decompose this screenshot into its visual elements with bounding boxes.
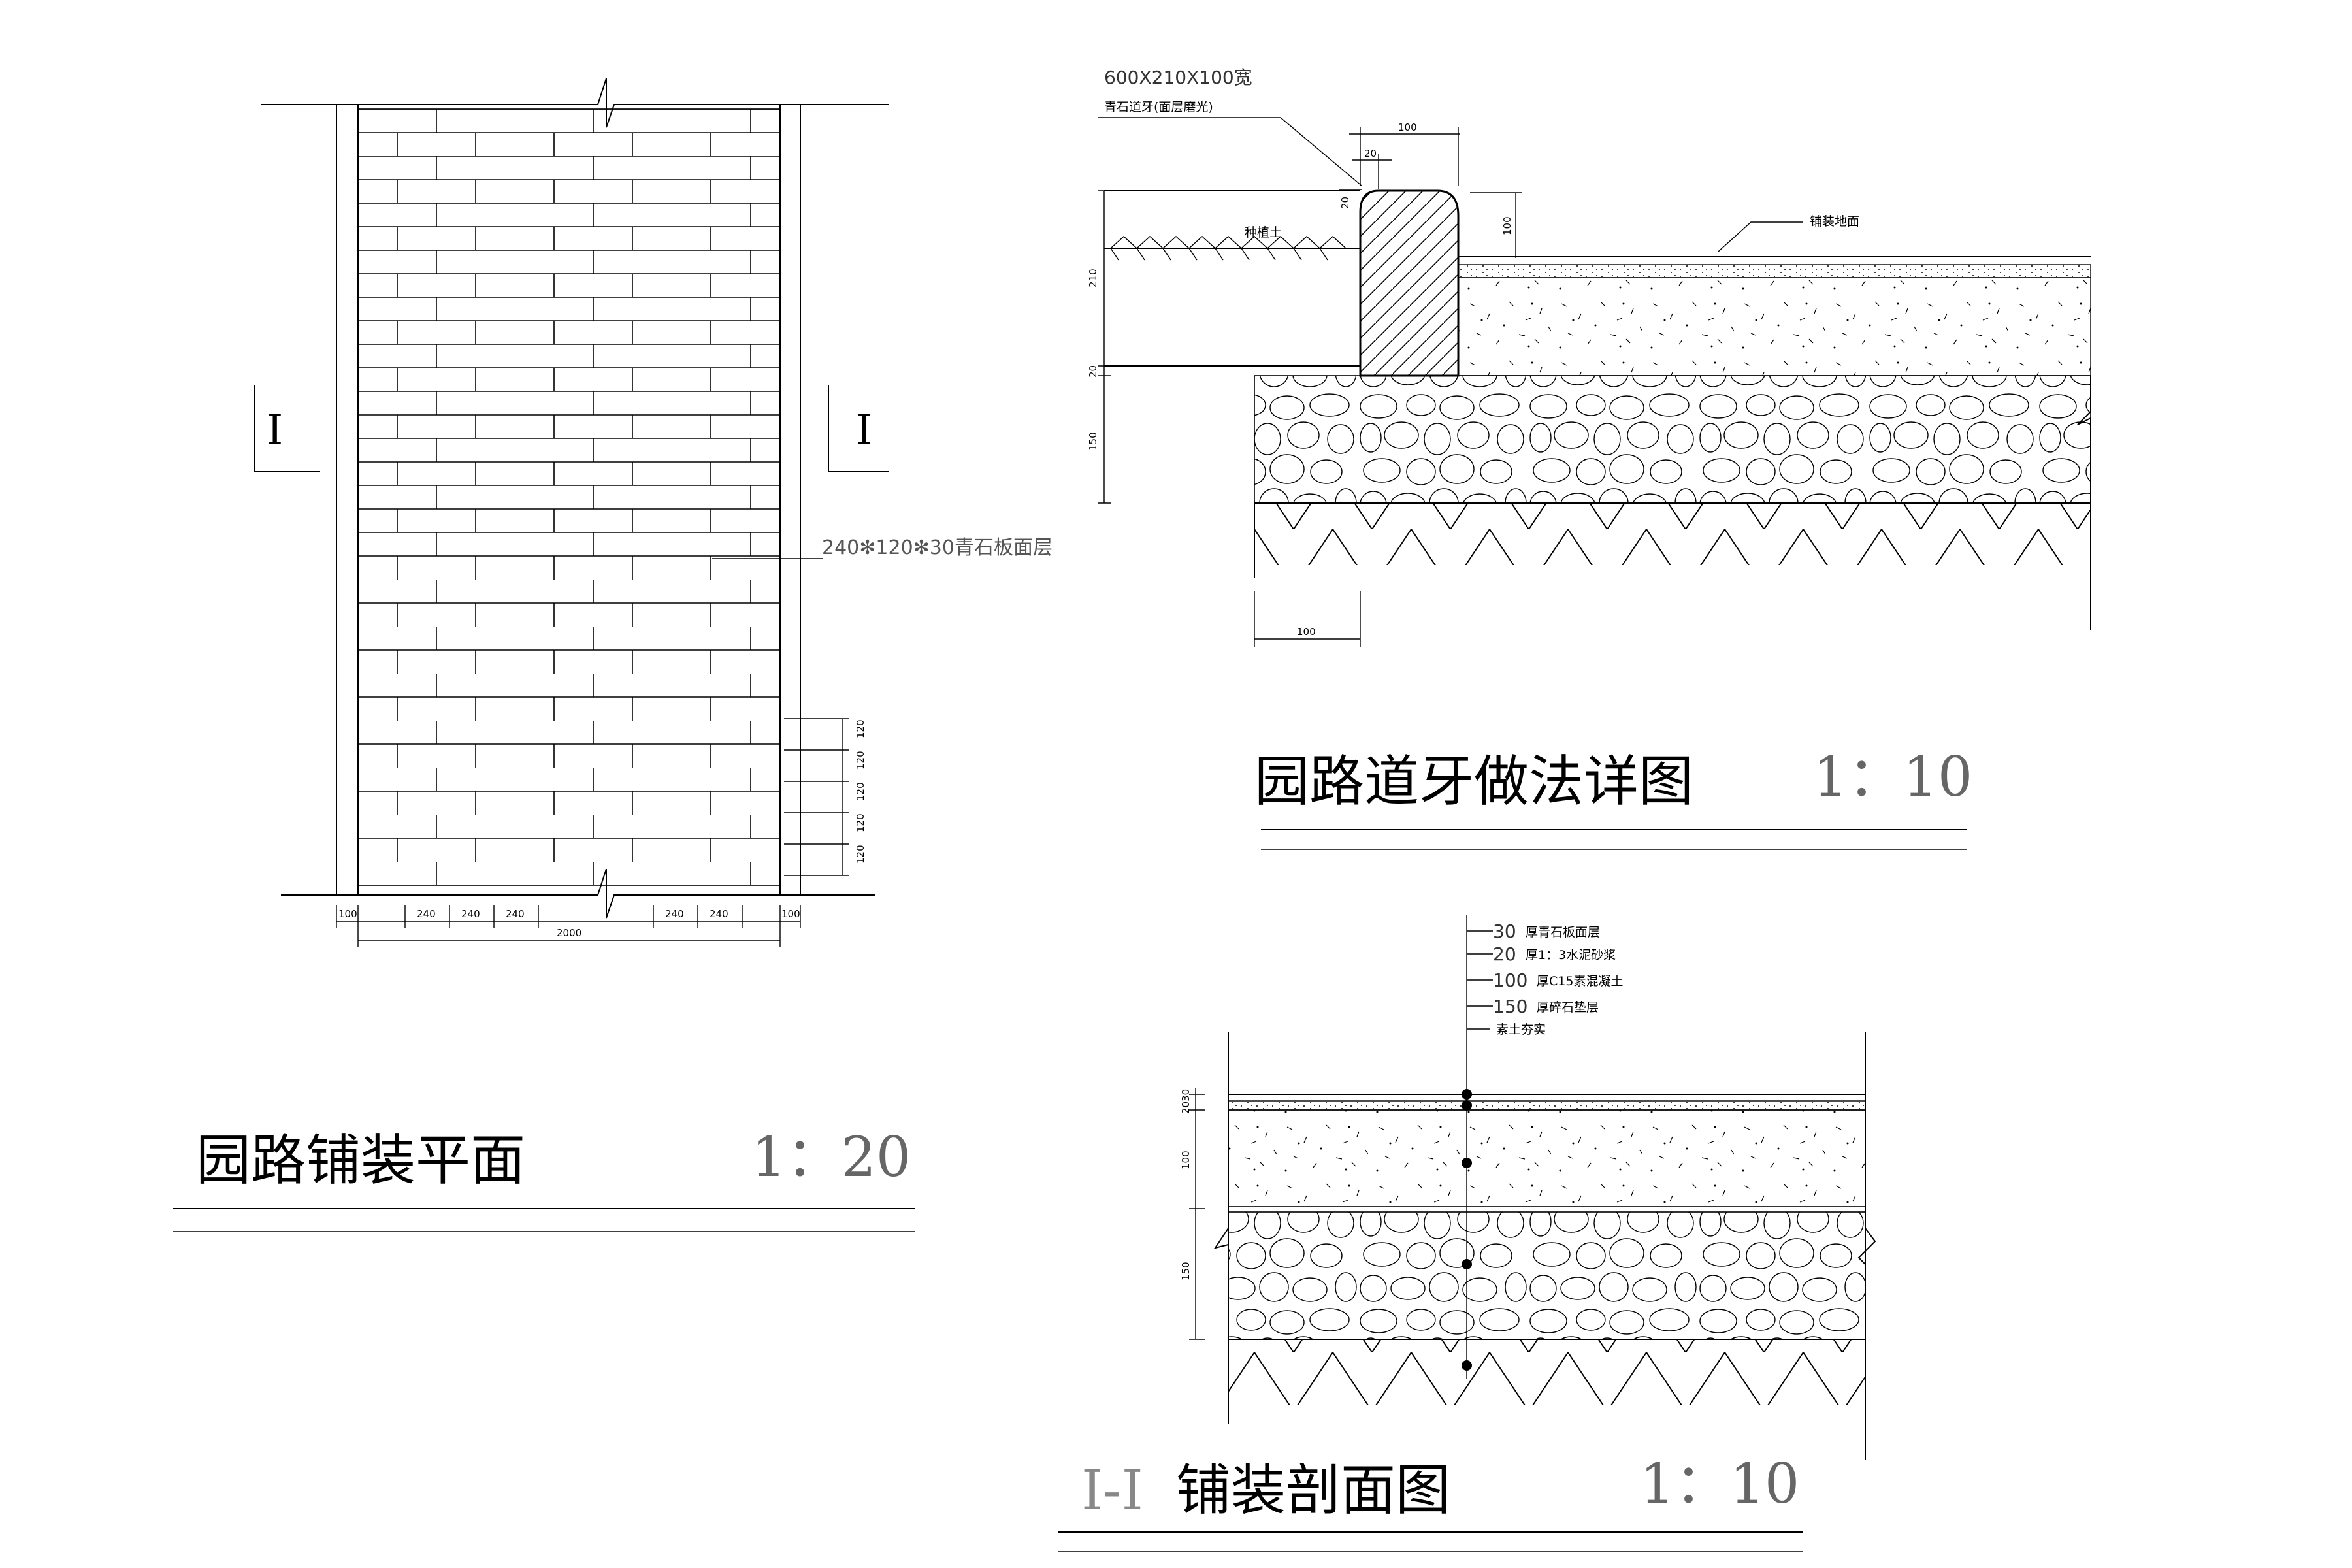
svg-text:100: 100 [781, 908, 800, 920]
svg-text:120: 120 [855, 719, 866, 738]
layer-3-desc: 厚C15素混凝土 [1537, 974, 1623, 988]
svg-text:150: 150 [1180, 1262, 1192, 1281]
layer-3-thick: 100 [1493, 970, 1527, 991]
layer-1-thick: 30 [1493, 921, 1516, 942]
section-mortar-layer [1228, 1100, 1866, 1111]
svg-text:2000: 2000 [557, 927, 581, 939]
paving-leader [1718, 221, 1803, 252]
material-note: 240✻120✻30青石板面层 [822, 536, 1053, 559]
section-gravel-layer [1228, 1211, 1866, 1340]
section-concrete-layer [1228, 1109, 1866, 1207]
svg-text:20: 20 [1087, 365, 1099, 378]
paving-section: 30 厚青石板面层 20 厚1：3水泥砂浆 100 厚C15素混凝土 150 厚… [1058, 915, 1876, 1552]
section-title: 铺装剖面图 [1176, 1458, 1450, 1522]
curb-compacted-earth [1254, 503, 2091, 565]
soil-hatch-symbol [1110, 236, 1347, 261]
svg-text:120: 120 [855, 813, 866, 832]
svg-text:210: 210 [1087, 269, 1099, 287]
curb-detail: 600X210X100宽 青石道牙(面层磨光) 100 20 20 100 种植… [1087, 67, 2091, 850]
svg-text:120: 120 [855, 751, 866, 770]
layer-4-desc: 厚碎石垫层 [1537, 1000, 1599, 1015]
svg-text:100: 100 [338, 908, 357, 920]
svg-text:20: 20 [1364, 148, 1377, 159]
layer-4-thick: 150 [1493, 996, 1527, 1017]
svg-text:100: 100 [1398, 122, 1417, 133]
paving-plan: I I 240✻120✻30青石板面层 100 240 240 [173, 78, 1053, 1232]
paving-mortar-layer [1458, 264, 2091, 278]
svg-text:20: 20 [1339, 197, 1351, 209]
layer-callouts: 30 厚青石板面层 20 厚1：3水泥砂浆 100 厚C15素混凝土 150 厚… [1467, 921, 1623, 1037]
svg-text:120: 120 [855, 845, 866, 864]
svg-text:100: 100 [1501, 216, 1513, 235]
curb-stone [1359, 189, 1460, 377]
svg-text:2030: 2030 [1180, 1089, 1192, 1114]
svg-text:240: 240 [417, 908, 436, 920]
svg-text:I: I [856, 406, 872, 455]
stone-brick-pattern [357, 108, 781, 886]
svg-text:120: 120 [855, 782, 866, 801]
svg-text:240: 240 [710, 908, 728, 920]
curb-scale: 1：10 [1813, 745, 1972, 809]
section-compacted-earth [1228, 1339, 1865, 1405]
curb-gravel-base [1254, 375, 2091, 504]
paving-concrete-layer [1458, 277, 2091, 376]
section-scale: 1：10 [1640, 1452, 1799, 1516]
plan-scale: 1：20 [751, 1125, 911, 1189]
svg-text:240: 240 [461, 908, 480, 920]
plan-title: 园路铺装平面 [196, 1128, 525, 1192]
svg-text:240: 240 [506, 908, 525, 920]
svg-text:240: 240 [665, 908, 684, 920]
svg-text:100: 100 [1180, 1151, 1192, 1169]
plan-bottom-dimensions: 100 240 240 240 240 240 100 2000 [336, 905, 801, 947]
section-marker-right: I [828, 385, 889, 472]
curb-title: 园路道牙做法详图 [1254, 749, 1693, 813]
layer-1-desc: 厚青石板面层 [1526, 925, 1600, 939]
section-prefix: I-I [1081, 1458, 1143, 1522]
svg-text:150: 150 [1087, 432, 1099, 451]
section-marker-left: I [254, 385, 320, 472]
layer-2-desc: 厚1：3水泥砂浆 [1526, 948, 1616, 962]
svg-text:I: I [267, 406, 283, 455]
curb-stone-note: 青石道牙(面层磨光) [1104, 100, 1213, 114]
curb-stone-leader [1098, 117, 1363, 187]
layer-2-thick: 20 [1493, 943, 1516, 965]
curb-stone-size: 600X210X100宽 [1104, 67, 1252, 88]
plan-top-break-line [261, 78, 889, 128]
layer-5-desc: 素土夯实 [1496, 1022, 1546, 1037]
paving-label: 铺装地面 [1810, 214, 1859, 229]
soil-label: 种植土 [1245, 225, 1282, 240]
svg-text:100: 100 [1297, 626, 1316, 638]
plan-right-dimensions: 120 120 120 120 120 [784, 718, 866, 876]
plan-bottom-break-line [281, 868, 875, 919]
